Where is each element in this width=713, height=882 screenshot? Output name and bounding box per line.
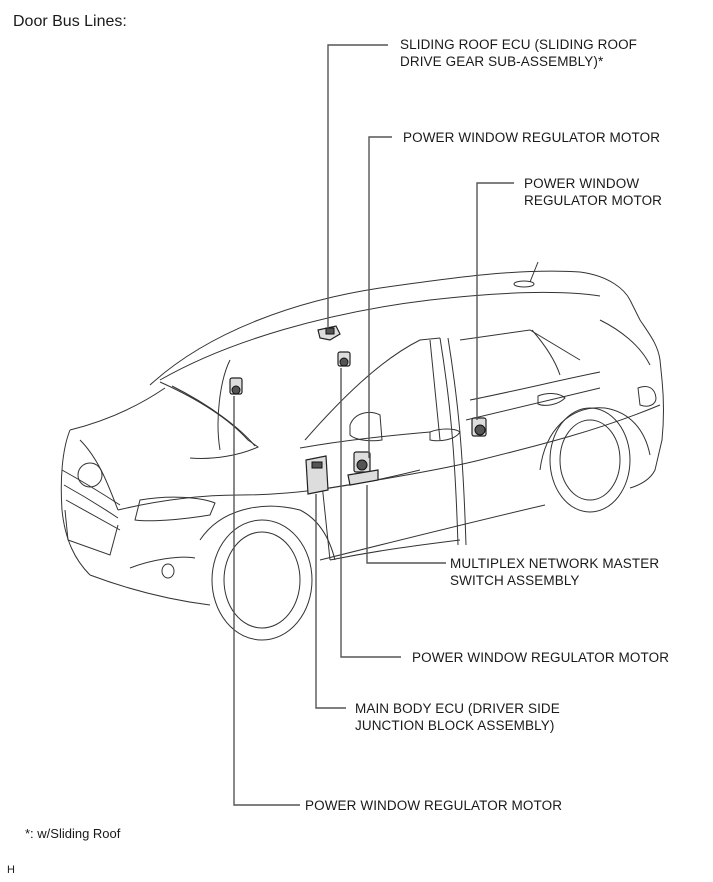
label-line: POWER WINDOW REGULATOR MOTOR [305, 798, 563, 813]
label-line: POWER WINDOW [524, 176, 640, 191]
leader-pw-motor-rear-right [476, 182, 514, 420]
leader-multiplex-switch [366, 485, 446, 564]
label-line: MULTIPLEX NETWORK MASTER [450, 556, 660, 571]
label-line: JUNCTION BLOCK ASSEMBLY) [355, 718, 555, 733]
label-line: POWER WINDOW REGULATOR MOTOR [403, 130, 661, 145]
pw-motor-front-left-icon [229, 377, 243, 395]
pw-motor-front-right-icon [337, 351, 351, 367]
pw-motor-rear-right-icon [471, 417, 487, 437]
leader-main-body-ecu [315, 494, 346, 709]
label-line: POWER WINDOW REGULATOR MOTOR [412, 650, 670, 665]
leader-pw-motor-rear-left [233, 396, 300, 806]
label-pw-motor-rear-left: POWER WINDOW REGULATOR MOTOR [305, 797, 562, 814]
label-line: SLIDING ROOF ECU (SLIDING ROOF [400, 37, 638, 52]
diagram-title: Door Bus Lines: [13, 13, 127, 30]
multiplex-switch-icon [347, 451, 379, 486]
label-line: SWITCH ASSEMBLY [450, 573, 580, 588]
label-sliding-roof-ecu: SLIDING ROOF ECU (SLIDING ROOF DRIVE GEA… [400, 36, 637, 70]
label-line: MAIN BODY ECU (DRIVER SIDE [355, 701, 560, 716]
label-multiplex-switch: MULTIPLEX NETWORK MASTER SWITCH ASSEMBLY [450, 555, 659, 589]
sliding-roof-ecu-icon [317, 325, 341, 341]
label-line: REGULATOR MOTOR [524, 193, 663, 208]
label-line: DRIVE GEAR SUB-ASSEMBLY)* [400, 54, 604, 69]
footnote: *: w/Sliding Roof [25, 826, 121, 841]
main-body-ecu-icon [305, 455, 329, 495]
label-main-body-ecu: MAIN BODY ECU (DRIVER SIDE JUNCTION BLOC… [355, 700, 560, 734]
vehicle-outline [60, 261, 664, 641]
label-pw-motor-rear-right: POWER WINDOW REGULATOR MOTOR [524, 175, 662, 209]
leader-sliding-roof-ecu [327, 44, 388, 328]
label-pw-motor-front-left: POWER WINDOW REGULATOR MOTOR [412, 649, 669, 666]
leader-pw-motor-front-left [340, 368, 401, 658]
figure-code: H [7, 864, 15, 876]
leader-pw-motor-front-right [368, 136, 392, 458]
label-pw-motor-front-right: POWER WINDOW REGULATOR MOTOR [403, 129, 660, 146]
